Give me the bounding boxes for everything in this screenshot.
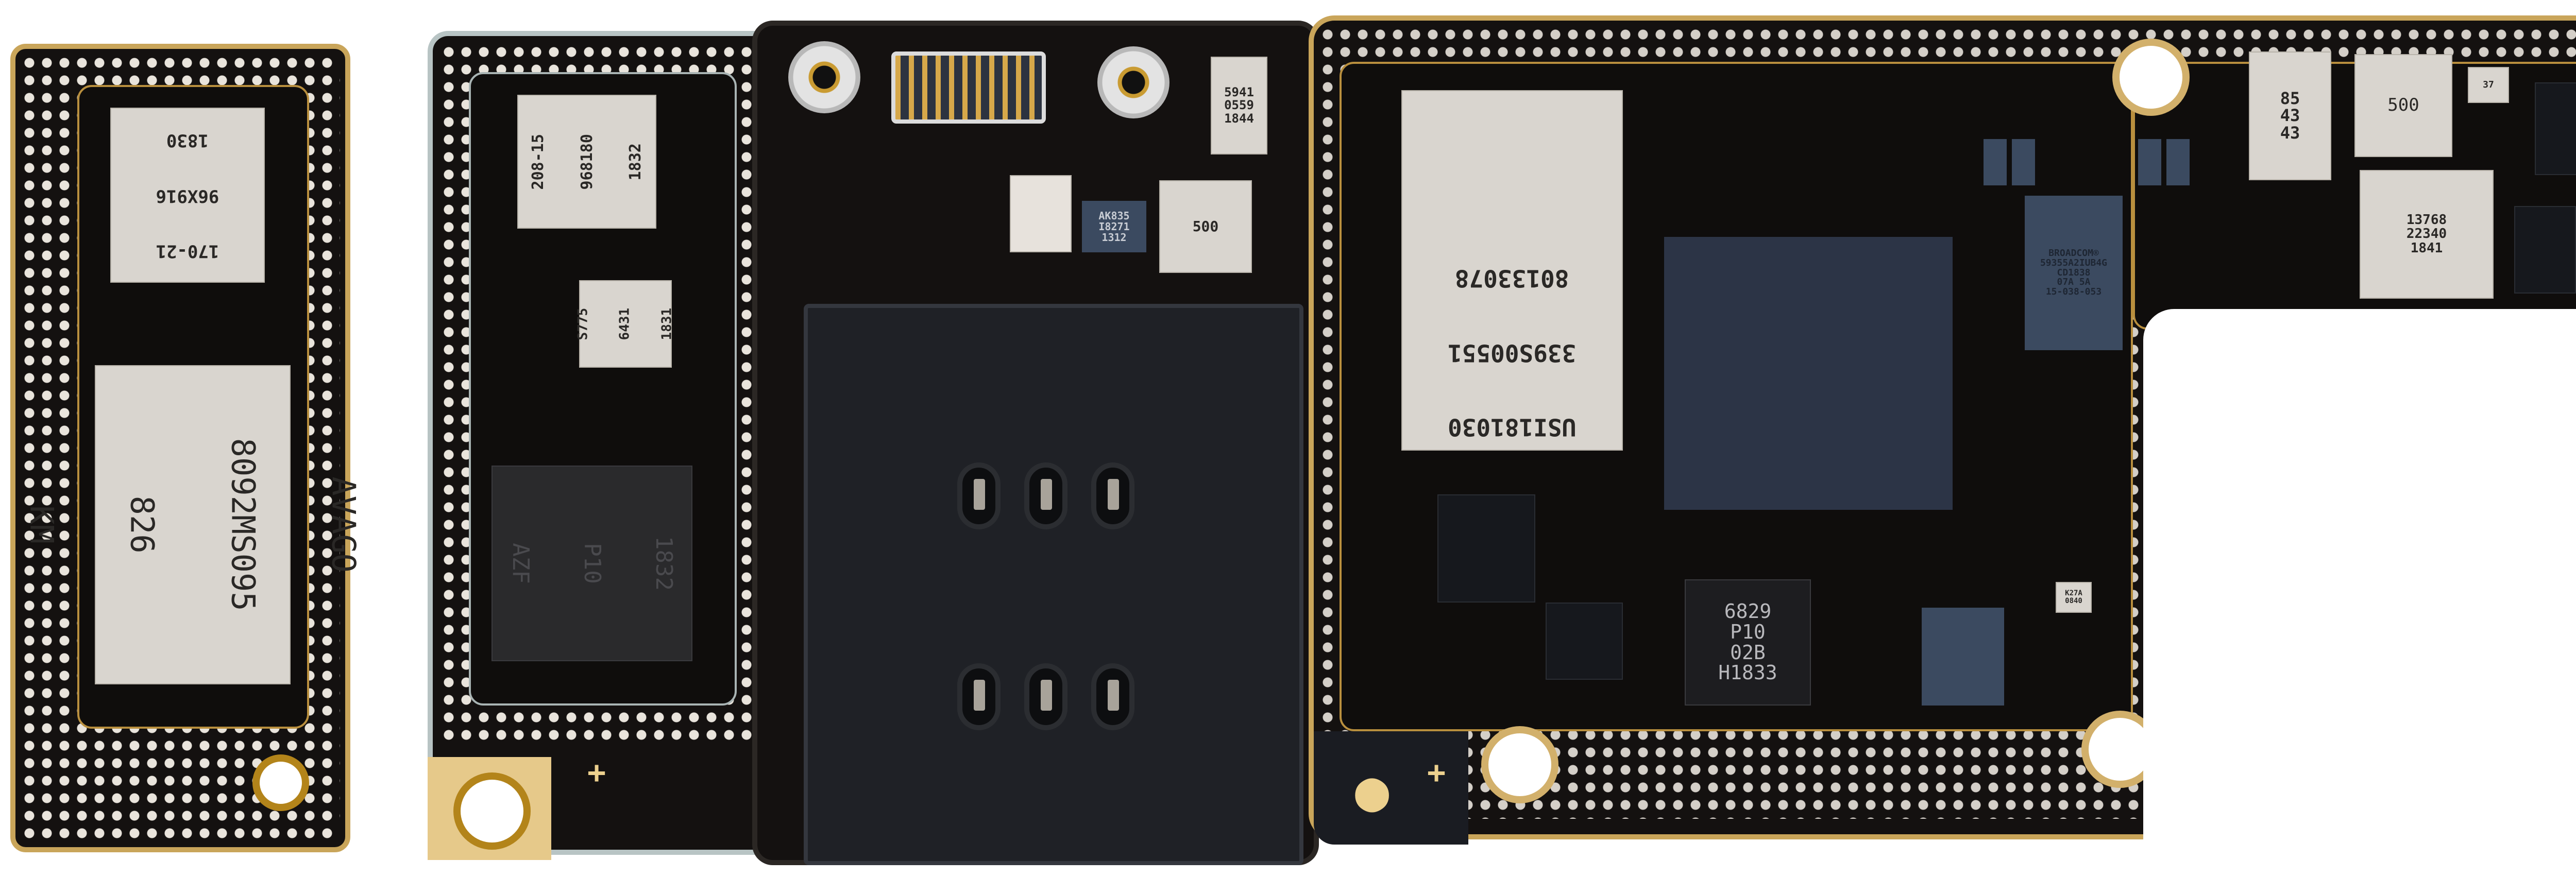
sim-pin (957, 663, 1001, 730)
skyworks-chip-large-text: 208-15 968180 1832 (529, 133, 645, 190)
black-ic-lower-left (1437, 494, 1535, 603)
filter-module (1010, 175, 1072, 252)
inductor-blue (2138, 139, 2161, 185)
skyworks-5941-chip: 5941 0559 1844 (1211, 57, 1267, 154)
skyworks-chip-upper: 170-21 96X916 1830 (110, 108, 265, 283)
logo-plate: ● + (1314, 731, 1468, 845)
baseband-shield-area: 208-15 968180 1832 S775 6431 1831 1832 P… (469, 72, 737, 706)
sim-board: 5941 0559 1844 AK835 I8271 1312 500 (752, 21, 1319, 865)
skyworks-13768-chip: 13768 22340 1841 (2360, 170, 2494, 299)
sim-card-reader (804, 304, 1303, 865)
murata-500-chip: 500 (1159, 180, 1252, 273)
apple-logo-icon: ● (1355, 758, 1389, 823)
inductor-blue (2012, 139, 2035, 185)
small-37-chip: 37 (2468, 67, 2509, 103)
black-ic-right-top (2535, 82, 2576, 175)
inductor-blue (1984, 139, 2007, 185)
rf-module-board: 170-21 96X916 1830 AVAGO 8092MS095 826 K… (10, 44, 362, 852)
baseband-module-board: 208-15 968180 1832 S775 6431 1831 1832 P… (428, 31, 778, 860)
sim-pin (957, 462, 1001, 529)
skyworks-chip-small: S775 6431 1831 (575, 280, 675, 368)
mounting-hole (252, 754, 309, 811)
board-to-board-connector (891, 51, 1046, 124)
nand-flash-chip-text: USI181030 339S00551 80133078 (1448, 264, 1577, 442)
baseband-dark-chip: 1832 P10 AZF (492, 466, 692, 661)
standoff-screw-right (1097, 46, 1170, 118)
skyworks-854343-chip: 85 43 43 (2249, 51, 2331, 180)
ak-chip: AK835 I8271 1312 (1082, 201, 1146, 252)
sim-pin (1024, 462, 1067, 529)
crystal-oscillator: K27A 0840 (2056, 582, 2092, 613)
alignment-cross-mark: + (1427, 754, 1446, 790)
standoff-screw-left (788, 41, 860, 113)
alignment-cross-mark: + (587, 754, 606, 790)
pmic-6829-chip: 6829 P10 02B H1833 (1685, 579, 1811, 706)
sim-pin (1091, 462, 1134, 529)
main-logic-board: USI181030 339S00551 80133078 BROADCOM® 5… (1309, 15, 2576, 845)
avago-chip: AVAGO 8092MS095 826 KM (23, 365, 362, 684)
broadcom-chip: BROADCOM® 59355A2IUB4G CD1838 07A 5A 15-… (2025, 196, 2123, 350)
black-ic-right-bottom (2514, 206, 2576, 294)
board-cutout (2143, 309, 2576, 877)
avago-chip-text: AVAGO 8092MS095 826 KM (23, 438, 363, 611)
sim-pin (1024, 663, 1067, 730)
mounting-hole (453, 772, 531, 850)
nand-flash-chip: USI181030 339S00551 80133078 (1401, 90, 1623, 451)
inductor-blue (2166, 139, 2190, 185)
skyworks-chip-small-text: S775 6431 1831 (575, 307, 675, 340)
baseband-dark-chip-text: 1832 P10 AZF (507, 536, 677, 591)
black-ic-lower (1546, 603, 1623, 680)
blue-ic-lower (1922, 608, 2004, 706)
sim-pin (1091, 663, 1134, 730)
rf-shield-area: 170-21 96X916 1830 AVAGO 8092MS095 826 K… (23, 85, 362, 729)
mounting-hole (1481, 726, 1558, 803)
skyworks-chip-upper-text: 170-21 96X916 1830 (156, 130, 219, 261)
soc-chip (1664, 237, 1953, 510)
murata-500-chip-right: 500 (2354, 54, 2452, 157)
skyworks-chip-large: 208-15 968180 1832 (517, 95, 656, 229)
mounting-hole (2112, 39, 2190, 116)
